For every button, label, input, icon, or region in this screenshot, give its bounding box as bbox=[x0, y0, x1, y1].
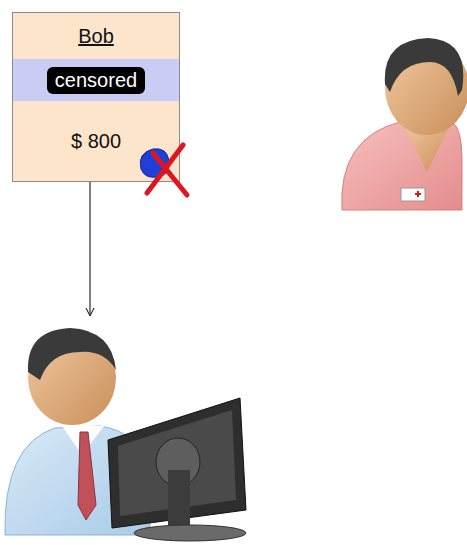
nurse-hair bbox=[385, 38, 463, 96]
computer-monitor bbox=[108, 398, 246, 541]
monitor-screen bbox=[108, 398, 246, 528]
owner-name: Bob bbox=[78, 25, 114, 48]
worker-hair bbox=[28, 328, 116, 380]
amount-value: $ 800 bbox=[71, 130, 121, 153]
card-band: Bob bbox=[13, 13, 179, 59]
badge-cross bbox=[415, 191, 421, 197]
record-card: Bob censored $ 800 bbox=[12, 12, 180, 182]
censored-field: censored bbox=[47, 67, 145, 94]
nurse-figure bbox=[342, 38, 467, 210]
name-badge bbox=[401, 188, 425, 201]
monitor-base bbox=[134, 525, 246, 541]
card-band: censored bbox=[13, 59, 179, 101]
flow-arrow bbox=[90, 181, 91, 314]
worker-tie bbox=[78, 432, 96, 520]
monitor-neck bbox=[168, 470, 190, 528]
arrow-head bbox=[86, 308, 94, 316]
invalid-cross bbox=[153, 153, 187, 195]
seal-mark bbox=[123, 135, 203, 215]
nurse-body bbox=[342, 122, 462, 210]
